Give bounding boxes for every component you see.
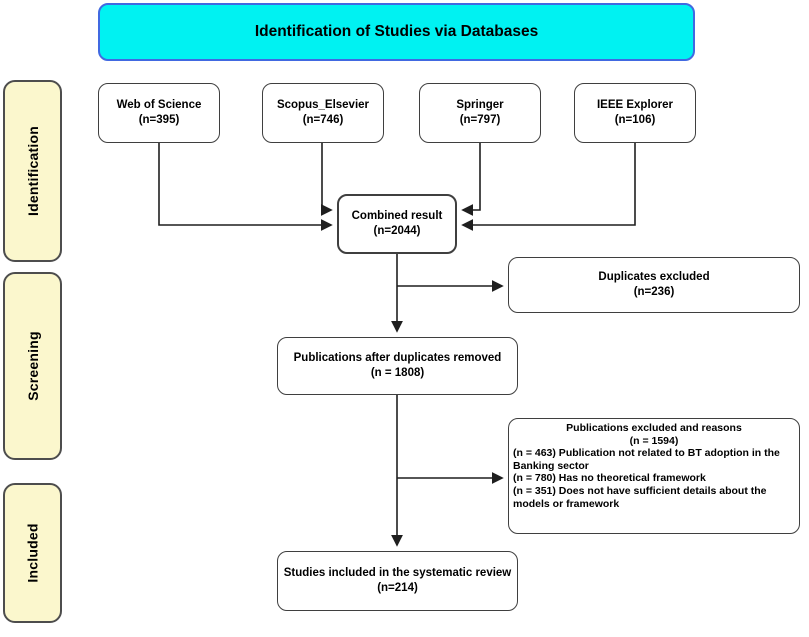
stage-screening-label: Screening [24, 331, 41, 401]
source-name: Scopus_Elsevier [276, 99, 370, 112]
stage-screening: Screening [3, 272, 62, 460]
stage-included-label: Included [24, 523, 41, 583]
connector-scopus-to-combined [320, 143, 333, 216]
source-box-web-of-science: Web of Science (n=395) [98, 83, 220, 143]
duplicates-excluded-box: Duplicates excluded (n=236) [508, 257, 800, 313]
included-studies-count: (n=214) [377, 582, 418, 594]
included-studies-label: Studies included in the systematic revie… [283, 567, 512, 580]
source-count: (n=746) [302, 114, 344, 126]
combined-result-box: Combined result (n=2044) [337, 194, 457, 254]
after-duplicates-box: Publications after duplicates removed (n… [277, 337, 518, 395]
excluded-reasons-box: Publications excluded and reasons (n = 1… [508, 418, 800, 534]
connector-web-of-science-to-combined [158, 143, 333, 231]
included-studies-box: Studies included in the systematic revie… [277, 551, 518, 611]
connector-ieee-to-combined [461, 143, 636, 231]
source-name: IEEE Explorer [596, 99, 674, 112]
source-box-scopus-elsevier: Scopus_Elsevier (n=746) [262, 83, 384, 143]
source-box-springer: Springer (n=797) [419, 83, 541, 143]
excluded-reasons-count: (n = 1594) [629, 434, 679, 447]
after-duplicates-count: (n = 1808) [370, 367, 425, 379]
combined-result-label: Combined result [351, 210, 443, 223]
source-count: (n=797) [459, 114, 501, 126]
excluded-reason-item: (n = 351) Does not have sufficient detai… [513, 484, 767, 510]
diagram-title-banner: Identification of Studies via Databases [98, 3, 695, 61]
excluded-reason-item: (n = 463) Publication not related to BT … [513, 447, 780, 472]
duplicates-excluded-count: (n=236) [633, 286, 675, 298]
after-duplicates-label: Publications after duplicates removed [293, 352, 502, 365]
connector-springer-to-combined [461, 143, 481, 216]
source-name: Web of Science [116, 99, 202, 112]
source-count: (n=106) [614, 114, 656, 126]
combined-result-count: (n=2044) [373, 225, 421, 237]
stage-included: Included [3, 483, 62, 623]
duplicates-excluded-label: Duplicates excluded [598, 271, 710, 284]
source-name: Springer [456, 99, 504, 112]
source-box-ieee-explorer: IEEE Explorer (n=106) [574, 83, 696, 143]
diagram-title: Identification of Studies via Databases [254, 23, 539, 40]
source-count: (n=395) [138, 114, 180, 126]
excluded-reason-item: (n = 780) Has no theoretical framework [513, 472, 706, 485]
stage-identification-label: Identification [24, 126, 41, 216]
excluded-reasons-title: Publications excluded and reasons [566, 422, 742, 434]
stage-identification: Identification [3, 80, 62, 262]
